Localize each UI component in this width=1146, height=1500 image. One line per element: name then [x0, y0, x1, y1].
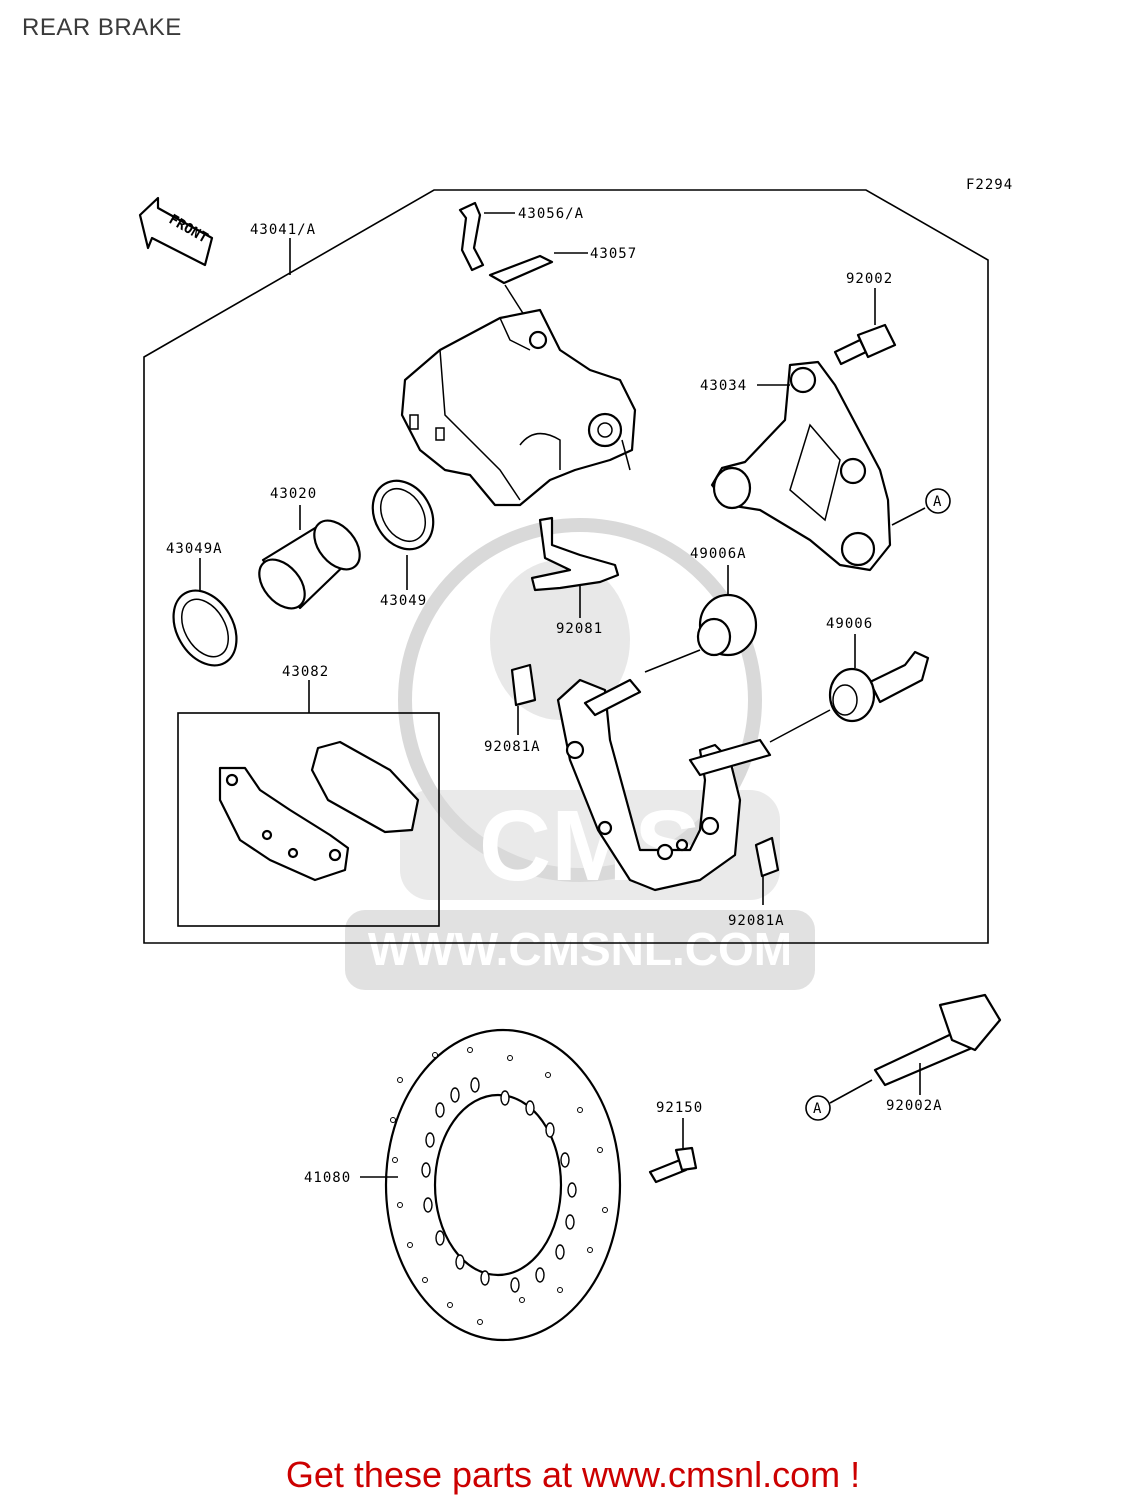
- label-bracket: 43034: [700, 378, 747, 394]
- label-lower-bolt: 92002A: [886, 1098, 943, 1114]
- label-disc: 41080: [304, 1170, 351, 1186]
- label-boot-b: 49006: [826, 616, 873, 632]
- boot-a-part: [644, 565, 758, 673]
- ref-mark-lower-label: A: [813, 1101, 822, 1117]
- front-direction-arrow: FRONT: [138, 196, 214, 267]
- caliper-assembly-outline: [143, 189, 989, 944]
- label-spring-a-upper: 92081A: [484, 739, 541, 755]
- label-bleed-valve: 43056/A: [518, 206, 584, 222]
- footer-link-text[interactable]: Get these parts at www.cmsnl.com !: [285, 1454, 861, 1495]
- dust-seal-part: [172, 558, 238, 667]
- spring-a-upper-part: [510, 663, 537, 735]
- piston-seal-part: [371, 479, 435, 590]
- ref-mark-lower: [805, 1095, 831, 1121]
- label-spring-a-lower: 92081A: [728, 913, 785, 929]
- piston-part: [258, 505, 361, 610]
- watermark-url: WWW.CMSNL.COM: [368, 923, 792, 975]
- figure-code: F2294: [966, 177, 1013, 193]
- label-cap: 43057: [590, 246, 637, 262]
- pad-spring-part: [530, 516, 620, 618]
- upper-bolt-part: [833, 288, 897, 366]
- label-dust-seal: 43049A: [166, 541, 223, 557]
- label-pad-spring: 92081: [556, 621, 603, 637]
- label-caliper-assy: 43041/A: [250, 222, 316, 238]
- caliper-holder-part: [556, 678, 772, 892]
- spring-a-lower-part: [754, 836, 780, 905]
- label-upper-bolt: 92002: [846, 271, 893, 287]
- ref-mark-upper: [925, 488, 951, 514]
- brake-disc-part: [360, 1028, 622, 1342]
- label-piston-seal: 43049: [380, 593, 427, 609]
- label-pad-assy: 43082: [282, 664, 329, 680]
- lower-bolt-part: [873, 993, 1002, 1095]
- bleed-valve-part: [458, 201, 515, 272]
- label-piston: 43020: [270, 486, 317, 502]
- label-disc-bolt: 92150: [656, 1100, 703, 1116]
- boot-b-part: [769, 634, 930, 743]
- caliper-body-part: [400, 308, 637, 507]
- bracket-part: [710, 360, 892, 572]
- disc-bolt-part: [648, 1118, 698, 1184]
- label-boot-a: 49006A: [690, 546, 747, 562]
- page-title: REAR BRAKE: [22, 14, 182, 41]
- brake-pad-part: [218, 740, 420, 882]
- ref-mark-upper-label: A: [933, 494, 942, 510]
